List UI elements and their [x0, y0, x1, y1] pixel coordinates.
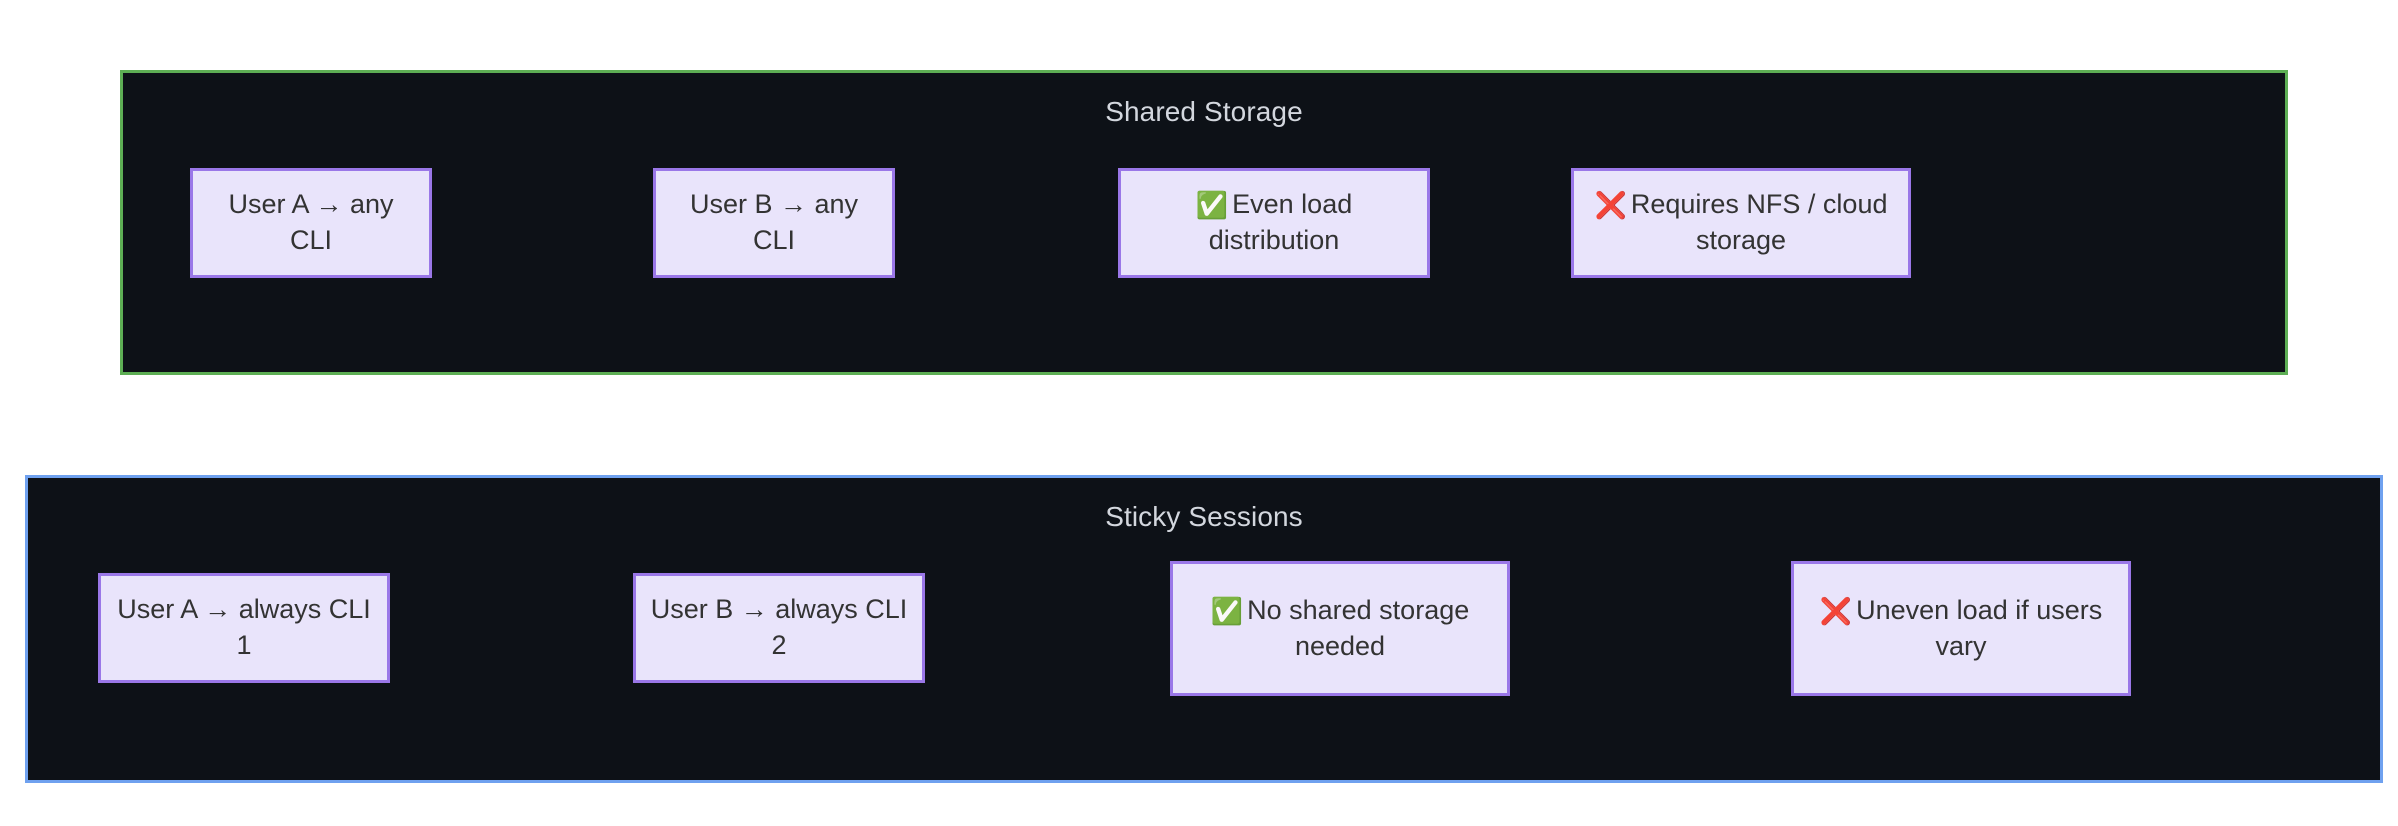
- check-mark-icon: ✅: [1195, 191, 1229, 222]
- node-user-a-any-cli-label: User A → any CLI: [228, 189, 394, 255]
- node-uneven-load-if-users-vary[interactable]: ❌Uneven load if users vary: [1791, 561, 2131, 696]
- node-user-b-any-cli-label: User B → any CLI: [689, 189, 859, 255]
- node-uneven-load-if-users-vary-label: Uneven load if users vary: [1856, 594, 2103, 661]
- node-user-a-always-cli-1-label: User A → always CLI 1: [117, 594, 371, 660]
- node-even-load-distribution-label: Even load distribution: [1208, 189, 1353, 255]
- node-user-b-always-cli-2-label: User B → always CLI 2: [650, 594, 908, 660]
- cross-mark-icon: ❌: [1594, 191, 1627, 222]
- node-no-shared-storage-needed[interactable]: ✅No shared storage needed: [1170, 561, 1510, 696]
- panel-sticky-sessions: Sticky Sessions User A → always CLI 1 Us…: [25, 475, 2383, 783]
- node-requires-nfs-cloud-storage-label: Requires NFS / cloud storage: [1630, 189, 1888, 255]
- panel-shared-storage-title: Shared Storage: [1105, 96, 1303, 127]
- node-user-b-always-cli-2[interactable]: User B → always CLI 2: [633, 573, 925, 683]
- node-user-b-any-cli[interactable]: User B → any CLI: [653, 168, 895, 278]
- node-user-a-any-cli[interactable]: User A → any CLI: [190, 168, 432, 278]
- cross-mark-icon: ❌: [1819, 596, 1853, 627]
- node-user-a-always-cli-1[interactable]: User A → always CLI 1: [98, 573, 390, 683]
- node-even-load-distribution[interactable]: ✅Even load distribution: [1118, 168, 1430, 278]
- node-requires-nfs-cloud-storage[interactable]: ❌Requires NFS / cloud storage: [1571, 168, 1911, 278]
- panel-sticky-sessions-title: Sticky Sessions: [1105, 501, 1303, 532]
- panel-shared-storage: Shared Storage User A → any CLI User B →…: [120, 70, 2288, 375]
- check-mark-icon: ✅: [1210, 596, 1244, 627]
- node-no-shared-storage-needed-label: No shared storage needed: [1247, 594, 1470, 661]
